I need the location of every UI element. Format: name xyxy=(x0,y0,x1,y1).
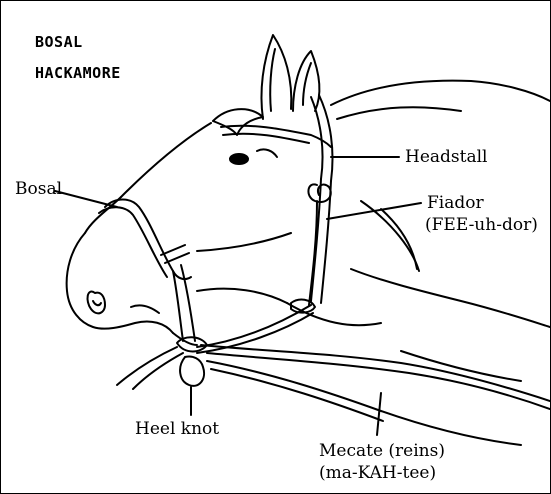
muzzle xyxy=(67,233,173,333)
bosal-noseband-2 xyxy=(99,207,167,277)
bosal-noseband xyxy=(105,200,191,280)
bosal-band xyxy=(161,245,185,255)
label-bosal: Bosal xyxy=(15,179,62,199)
title-line-1: BOSAL xyxy=(35,35,83,50)
nostril-inner xyxy=(93,301,101,305)
rein-loop xyxy=(207,361,521,445)
label-mecate-pronunciation: (ma-KAH-tee) xyxy=(319,463,436,483)
neck-crest xyxy=(337,107,461,119)
neck-under xyxy=(287,303,381,325)
label-headstall: Headstall xyxy=(405,147,487,167)
rein-lower-2 xyxy=(133,353,183,389)
forelock xyxy=(213,109,263,135)
rein-loop-2 xyxy=(211,369,383,421)
label-fiador-pronunciation: (FEE-uh-dor) xyxy=(425,215,538,235)
label-fiador: Fiador xyxy=(427,193,484,213)
neck-top xyxy=(331,81,550,105)
shoulder xyxy=(381,209,417,269)
ear-left-inner xyxy=(270,49,275,111)
ear-right-inner xyxy=(303,63,311,105)
rein-lower xyxy=(117,347,177,385)
label-heel-knot: Heel knot xyxy=(135,419,219,439)
throat xyxy=(351,269,550,327)
bosal-cheek-2 xyxy=(181,265,195,341)
mouth xyxy=(131,305,159,313)
ear-left xyxy=(261,35,291,119)
eye-lid xyxy=(257,149,277,157)
cheek-line xyxy=(197,289,287,303)
headstall-cheek-2 xyxy=(321,181,331,303)
face-top xyxy=(121,123,211,197)
leader-bosal xyxy=(55,191,117,207)
nostril xyxy=(88,292,105,314)
leader-fiador xyxy=(327,203,421,219)
title-line-2: HACKAMORE xyxy=(35,66,121,81)
bosal-band-2 xyxy=(165,253,189,263)
heel-knot-ball xyxy=(180,356,204,385)
label-mecate: Mecate (reins) xyxy=(319,441,445,461)
headstall-bosal-strap xyxy=(197,233,291,251)
leader-mecate xyxy=(377,393,381,435)
eye xyxy=(230,154,248,164)
bosal-cheek-1 xyxy=(173,271,183,341)
